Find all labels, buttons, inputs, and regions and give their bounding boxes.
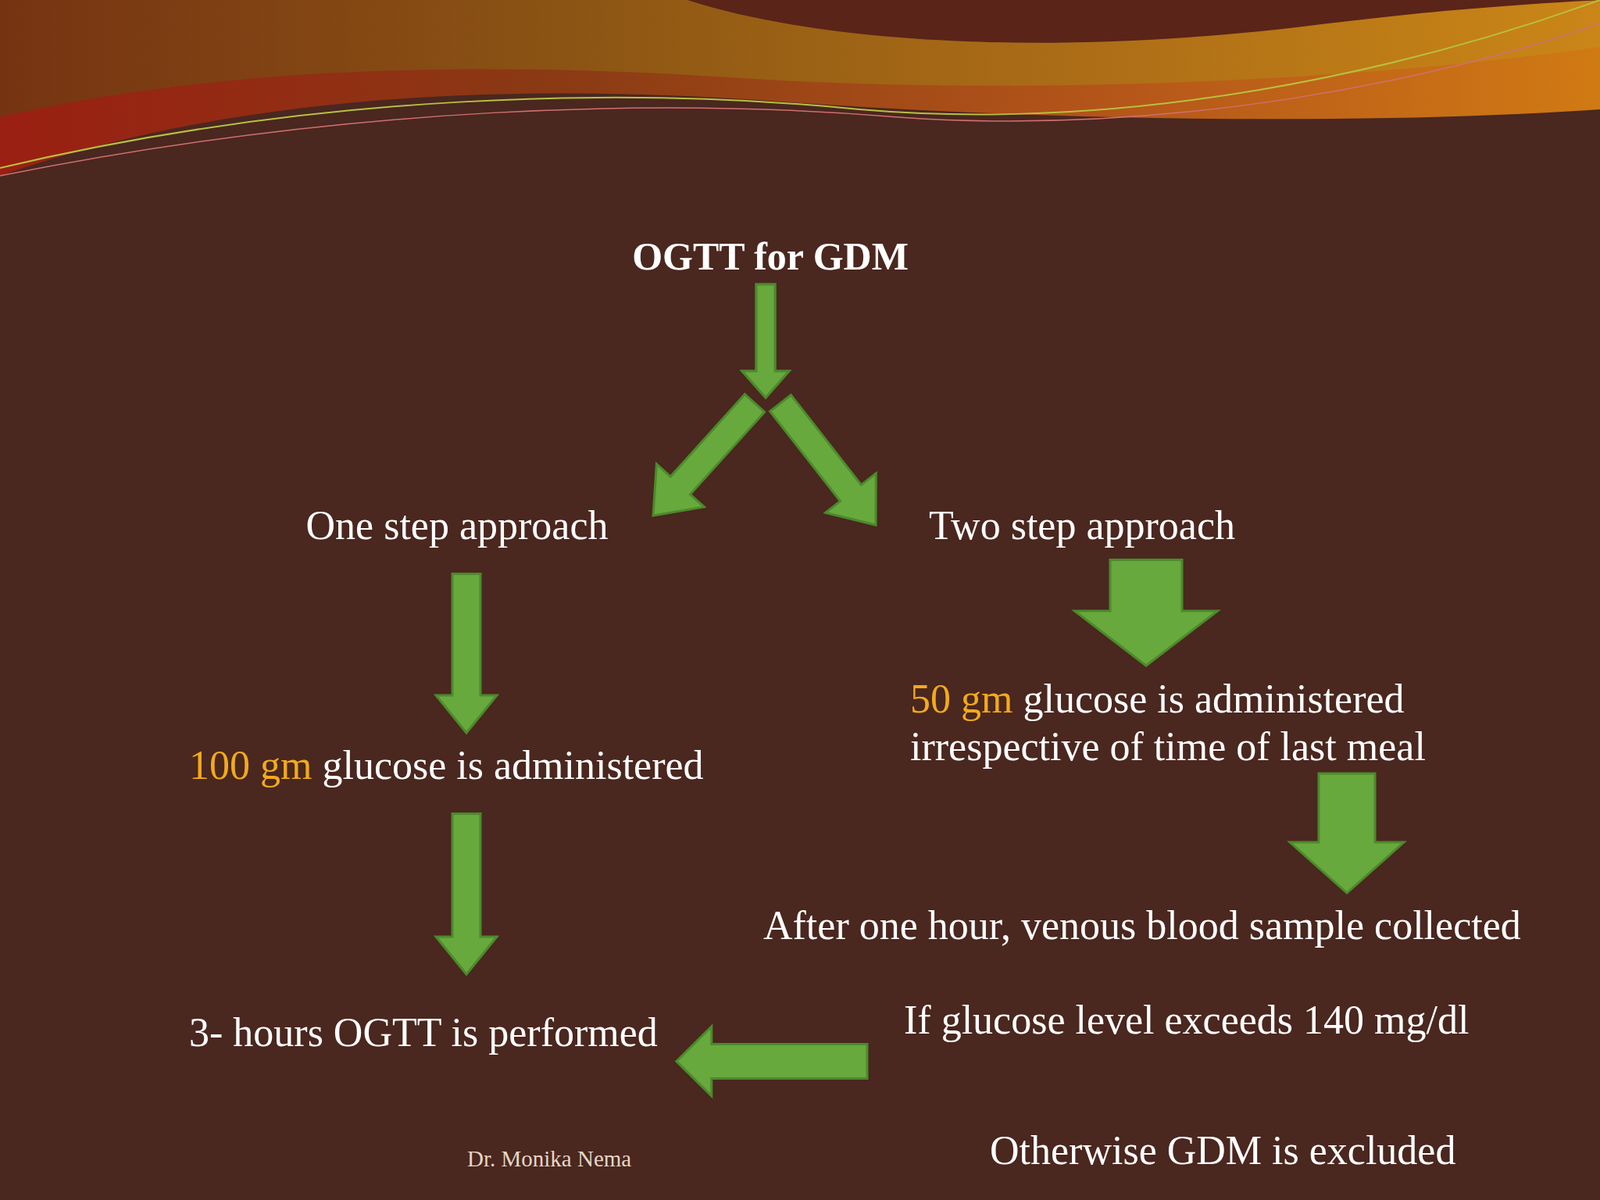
header-line <box>0 23 1600 176</box>
block-arrow <box>1075 559 1218 666</box>
step-text: 3- hours OGTT is performed <box>189 1010 658 1055</box>
step-text: If glucose level exceeds 140 mg/dl <box>903 997 1469 1043</box>
step-text: Otherwise GDM is excluded <box>989 1128 1456 1173</box>
flow-step: 3- hours OGTT is performed <box>189 1008 658 1058</box>
step-text: glucose is administered <box>321 742 704 788</box>
flow-step: One step approach <box>261 501 653 550</box>
flow-step: Otherwise GDM is excluded <box>989 1126 1456 1175</box>
flow-step: 100 gmglucose is administered <box>189 741 704 790</box>
flow-step: After one hour, venous blood sample coll… <box>763 901 1522 950</box>
block-arrow <box>435 573 497 733</box>
header-band <box>0 0 1600 176</box>
block-arrow <box>676 1026 868 1097</box>
step-text: One step approach <box>306 503 609 548</box>
block-arrow <box>1289 773 1404 893</box>
step-text: OGTT for GDM <box>632 234 909 279</box>
step-text: After one hour, venous blood sample coll… <box>763 903 1522 948</box>
flow-step: Two step approach <box>886 501 1278 550</box>
header-line <box>0 0 1600 168</box>
flow-step: If glucose level exceeds 140 mg/dl <box>903 996 1469 1045</box>
block-arrow <box>742 284 876 525</box>
glucose-dose: 100 gm <box>189 742 312 788</box>
author-credit: Dr. Monika Nema <box>467 1146 632 1172</box>
flow-step: OGTT for GDM <box>614 232 927 280</box>
step-text: Two step approach <box>928 503 1236 548</box>
header-wave <box>0 0 1600 118</box>
glucose-dose: 50 gm <box>910 676 1013 722</box>
block-arrow <box>435 813 497 975</box>
flow-step: 50 gmglucose is administered irrespectiv… <box>910 675 1551 771</box>
header-dark-wave <box>687 0 1600 43</box>
